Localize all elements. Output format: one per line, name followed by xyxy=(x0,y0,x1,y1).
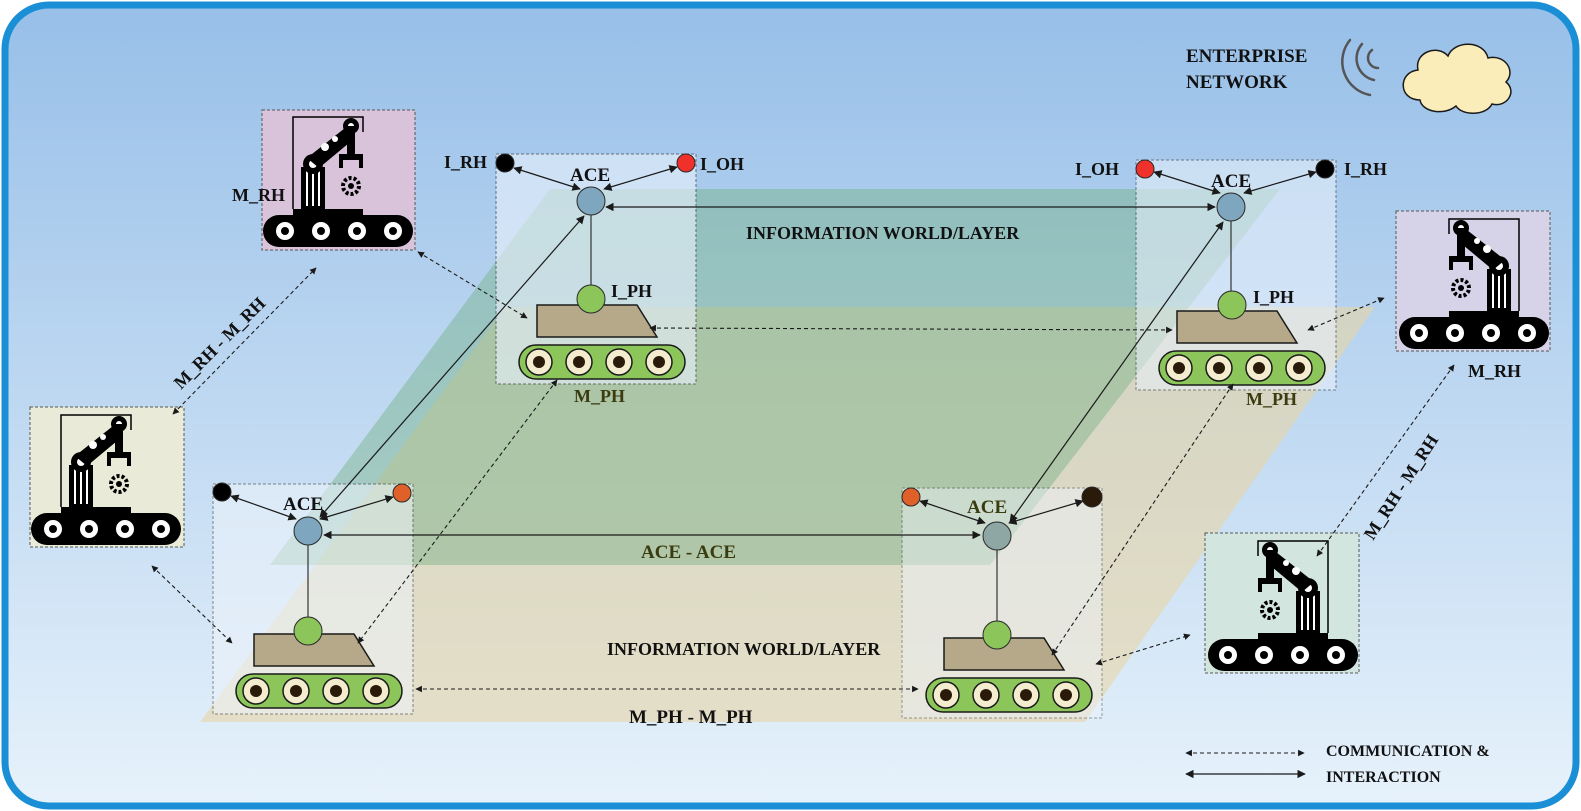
legend-label-line1: COMMUNICATION & xyxy=(1326,743,1490,760)
m-rh-label: M_RH xyxy=(232,185,285,205)
i-oh-node xyxy=(1135,159,1155,179)
i-ph-label: I_PH xyxy=(1253,287,1294,307)
m-rh-label: M_RH xyxy=(1468,361,1521,381)
ace-ace-link-label: ACE - ACE xyxy=(641,542,736,563)
ph-node xyxy=(982,620,1012,650)
legend-label-line2: INTERACTION xyxy=(1326,769,1441,786)
m-ph-label: M_PH xyxy=(574,386,625,406)
ph-node xyxy=(293,616,323,646)
ace-node xyxy=(293,516,323,546)
i-rh-node xyxy=(212,482,232,502)
i-rh-label: I_RH xyxy=(1344,159,1387,179)
i-rh-node xyxy=(1081,486,1103,508)
ace-label: ACE xyxy=(1211,171,1251,192)
ace-node xyxy=(982,521,1012,551)
i-oh-node xyxy=(901,487,921,507)
enterprise-network-label-line1: ENTERPRISE xyxy=(1186,46,1307,67)
i-oh-node xyxy=(392,483,412,503)
cloud-icon xyxy=(1402,43,1512,114)
i-ph-label: I_PH xyxy=(611,281,652,301)
ace-label: ACE xyxy=(967,497,1007,518)
ace-node xyxy=(1216,192,1246,222)
ph-node xyxy=(576,284,606,314)
information-layer-label-bottom: INFORMATION WORLD/LAYER xyxy=(607,639,881,659)
ace-label: ACE xyxy=(570,165,610,186)
i-rh-label: I_RH xyxy=(444,152,487,172)
ace-label: ACE xyxy=(283,494,323,515)
mph-mph-link-label: M_PH - M_PH xyxy=(629,707,753,728)
information-layer-label-top: INFORMATION WORLD/LAYER xyxy=(746,223,1020,243)
i-oh-node xyxy=(676,153,696,173)
i-oh-label: I_OH xyxy=(1075,159,1119,179)
m-ph-label: M_PH xyxy=(1246,389,1297,409)
i-rh-node xyxy=(1315,159,1335,179)
ph-node xyxy=(1217,290,1247,320)
wireless-signal-icon xyxy=(1341,38,1380,97)
i-rh-node xyxy=(495,153,515,173)
enterprise-network-label-line2: NETWORK xyxy=(1186,72,1288,93)
ace-node xyxy=(576,186,606,216)
i-oh-label: I_OH xyxy=(700,154,744,174)
